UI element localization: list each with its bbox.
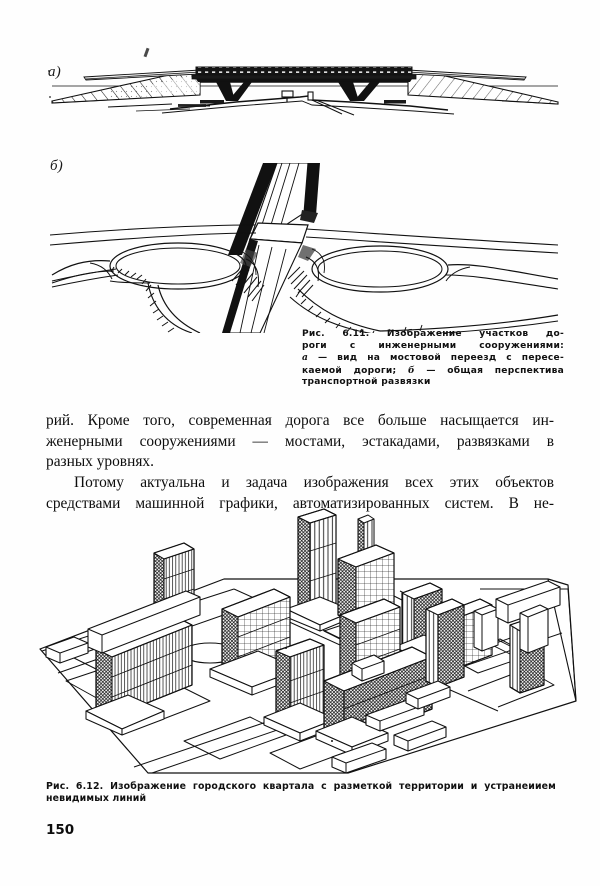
caption-line: невидимых линий bbox=[46, 793, 147, 805]
caption-line: Рис. 6.12. Изображение городского кварта… bbox=[46, 781, 556, 792]
figure-caption-6-12: Рис. 6.12. Изображение городского кварта… bbox=[46, 781, 556, 806]
figure-label-b: б) bbox=[50, 158, 63, 174]
text-line: рий. Кроме того, современная дорога все … bbox=[46, 412, 554, 429]
paragraph-1: рий. Кроме того, современная дорога все … bbox=[46, 411, 554, 473]
page-number: 150 bbox=[46, 822, 75, 838]
caption-line: каемой дороги; б — общая перспектива bbox=[302, 365, 564, 378]
figure-6-11-a bbox=[50, 55, 560, 130]
figure-6-11-b bbox=[50, 163, 560, 333]
figure-6-12 bbox=[28, 505, 580, 777]
caption-line: роги с инженерными сооружениями: bbox=[302, 340, 564, 351]
paragraph-2: Потому актуальна и задача изображения вс… bbox=[46, 473, 554, 514]
text-line: разных уровнях. bbox=[46, 453, 154, 471]
caption-line-text: — общая перспектива bbox=[426, 365, 564, 376]
caption-marker-a: а bbox=[302, 352, 309, 364]
caption-line-text: каемой дороги; bbox=[302, 365, 397, 376]
text-line: женерными сооружениями — мостами, эстака… bbox=[46, 432, 554, 450]
scan-speck-icon bbox=[49, 96, 51, 98]
caption-line: транспортной развязки bbox=[302, 377, 431, 388]
caption-line: а — вид на мостовой переезд с пересе- bbox=[302, 352, 564, 365]
scan-speck-icon bbox=[48, 70, 50, 72]
caption-marker-b: б bbox=[408, 364, 415, 376]
text-line: средствами машинной графики, автоматизир… bbox=[46, 494, 554, 512]
figure-label-a: а) bbox=[48, 64, 61, 80]
figure-caption-6-11: Рис. 6.11. Изображение участков до- роги… bbox=[302, 329, 564, 389]
body-text: рий. Кроме того, современная дорога все … bbox=[46, 411, 554, 515]
caption-line: Рис. 6.11. Изображение участков до- bbox=[302, 329, 564, 339]
text-line: Потому актуальна и задача изображения вс… bbox=[74, 474, 554, 492]
caption-line-text: — вид на мостовой переезд с пересе- bbox=[318, 353, 564, 364]
